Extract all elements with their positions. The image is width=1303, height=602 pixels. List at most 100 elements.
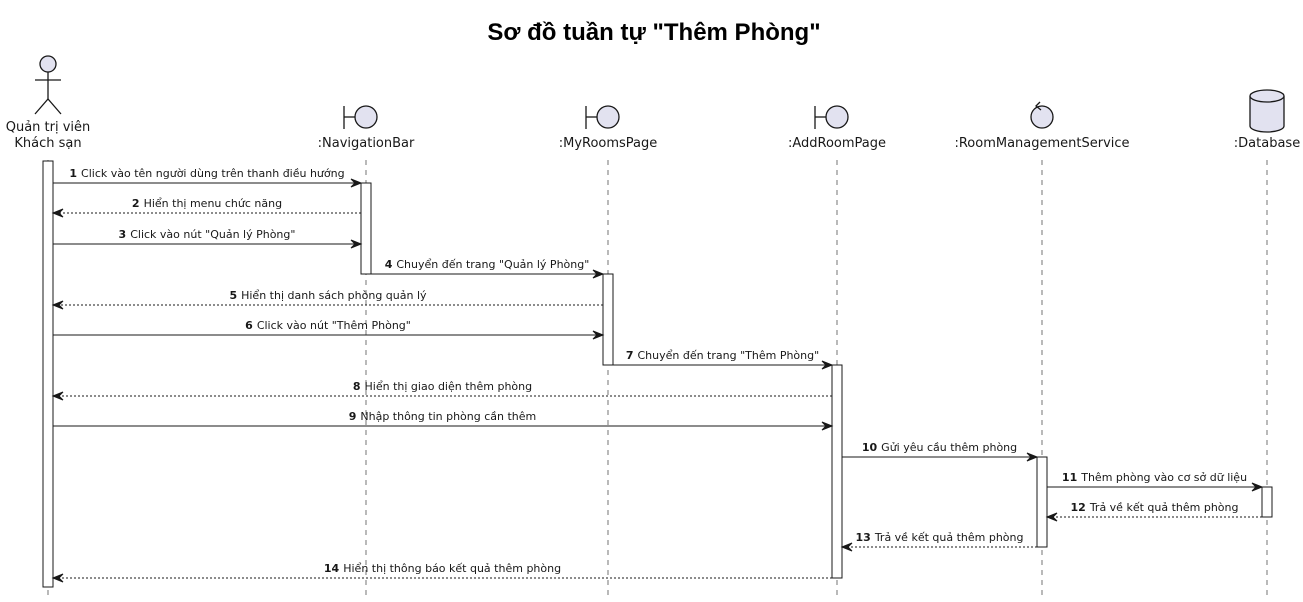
boundary-circle xyxy=(354,105,378,129)
message-label: 1 Click vào tên người dùng trên thanh điề… xyxy=(69,167,344,180)
actor-legs xyxy=(34,98,62,115)
message-text: Chuyển đến trang "Thêm Phòng" xyxy=(637,349,819,362)
message-text: Thêm phòng vào cơ sở dữ liệu xyxy=(1080,471,1247,484)
message-number: 8 xyxy=(353,380,361,393)
message-number: 1 xyxy=(69,167,77,180)
message-number: 5 xyxy=(229,289,237,302)
messages: 1 Click vào tên người dùng trên thanh điề… xyxy=(51,167,1264,583)
participant-label: :NavigationBar xyxy=(318,136,415,151)
message-1: 1 Click vào tên người dùng trên thanh điề… xyxy=(53,167,363,188)
participant-myrooms: :MyRoomsPage xyxy=(559,105,658,151)
arrowhead xyxy=(51,300,64,310)
participant-label: :Database xyxy=(1234,136,1300,151)
message-text: Trả về kết quả thêm phòng xyxy=(1089,501,1239,514)
participant-label: Khách sạn xyxy=(14,136,81,151)
message-number: 4 xyxy=(385,258,393,271)
participant-label: :RoomManagementService xyxy=(954,136,1129,151)
message-label: 2 Hiển thị menu chức năng xyxy=(132,197,282,210)
message-number: 12 xyxy=(1071,501,1086,514)
arrowhead xyxy=(51,391,64,401)
message-text: Gửi yêu cầu thêm phòng xyxy=(881,441,1017,454)
message-text: Nhập thông tin phòng cần thêm xyxy=(360,410,536,423)
arrowhead xyxy=(51,573,64,583)
arrowhead xyxy=(350,239,363,249)
activation-bars xyxy=(42,160,1273,588)
message-text: Hiển thị menu chức năng xyxy=(144,197,283,210)
activation-bar-nav xyxy=(360,182,372,275)
message-number: 2 xyxy=(132,197,140,210)
participant-nav: :NavigationBar xyxy=(318,105,415,151)
arrowhead xyxy=(1251,482,1264,492)
control-arrow xyxy=(1035,101,1042,111)
message-number: 3 xyxy=(119,228,127,241)
arrowhead xyxy=(1026,452,1039,462)
activation-bar-addroom xyxy=(831,364,843,579)
database-cylinder xyxy=(1249,96,1285,133)
arrowhead xyxy=(51,208,64,218)
message-8: 8 Hiển thị giao diện thêm phòng xyxy=(51,380,832,401)
boundary-circle xyxy=(596,105,620,129)
participant-label: Quản trị viên xyxy=(6,120,91,135)
message-text: Click vào tên người dùng trên thanh điều… xyxy=(81,167,345,180)
message-text: Chuyển đến trang "Quản lý Phòng" xyxy=(396,258,589,271)
arrowhead xyxy=(821,421,834,431)
activation-bar-service xyxy=(1036,456,1048,548)
message-number: 13 xyxy=(856,531,871,544)
message-2: 2 Hiển thị menu chức năng xyxy=(51,197,361,218)
participant-db: :Database xyxy=(1234,89,1300,151)
message-number: 6 xyxy=(245,319,253,332)
boundary-circle xyxy=(825,105,849,129)
arrowhead xyxy=(821,360,834,370)
message-text: Hiển thị thông báo kết quả thêm phòng xyxy=(343,562,561,575)
activation-bar-admin xyxy=(42,160,54,588)
arrowhead xyxy=(592,330,605,340)
participant-label: :MyRoomsPage xyxy=(559,136,658,151)
message-label: 8 Hiển thị giao diện thêm phòng xyxy=(353,380,532,393)
message-text: Trả về kết quả thêm phòng xyxy=(874,531,1024,544)
message-text: Click vào nút "Quản lý Phòng" xyxy=(130,228,295,241)
lifelines xyxy=(47,160,1268,597)
arrowhead xyxy=(350,178,363,188)
participant-addroom: :AddRoomPage xyxy=(788,105,886,151)
database-top xyxy=(1249,89,1285,103)
message-number: 14 xyxy=(324,562,340,575)
message-text: Hiển thị giao diện thêm phòng xyxy=(365,380,533,393)
message-number: 9 xyxy=(349,410,357,423)
activation-bar-myrooms xyxy=(602,273,614,366)
diagram-title: Sơ đồ tuần tự "Thêm Phòng" xyxy=(487,19,820,46)
message-number: 11 xyxy=(1062,471,1077,484)
boundary-icon xyxy=(814,105,849,129)
actor-icon xyxy=(34,55,62,115)
arrowhead xyxy=(592,269,605,279)
boundary-icon xyxy=(343,105,378,129)
control-circle xyxy=(1030,105,1054,129)
arrowhead xyxy=(1045,512,1058,522)
participant-service: :RoomManagementService xyxy=(954,101,1130,151)
control-icon xyxy=(1030,101,1054,129)
